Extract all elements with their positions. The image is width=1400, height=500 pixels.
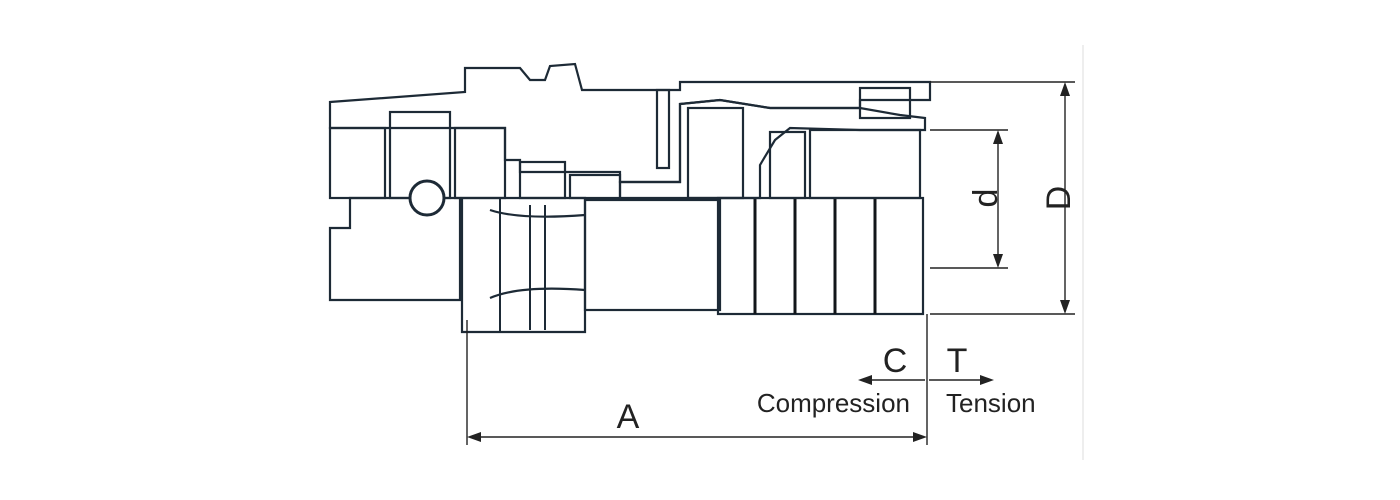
- label-tension: Tension: [946, 388, 1036, 418]
- dimension-lines: [466, 45, 1084, 460]
- label-T: T: [947, 342, 968, 380]
- label-d: d: [967, 189, 1005, 208]
- label-A: A: [617, 398, 640, 436]
- label-D: D: [1040, 186, 1078, 211]
- section-view: [328, 62, 932, 217]
- label-compression: Compression: [757, 388, 910, 418]
- external-view: [328, 196, 925, 334]
- label-C: C: [883, 342, 908, 380]
